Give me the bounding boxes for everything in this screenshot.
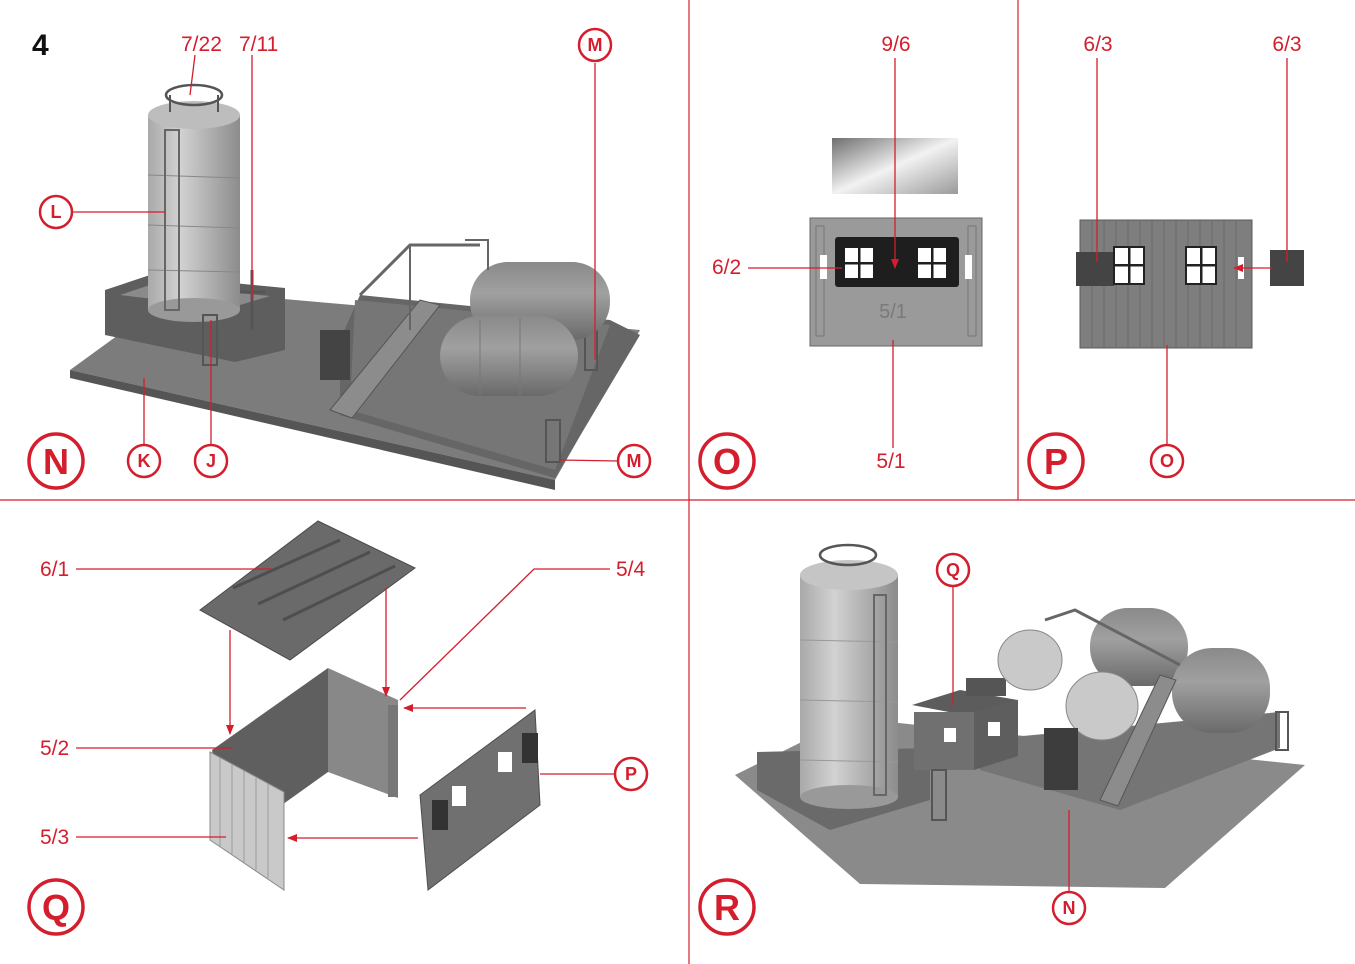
panel-p: 6/3 6/3 O P xyxy=(1029,33,1304,488)
callout-n: N xyxy=(1053,892,1085,924)
part-label-7-11: 7/11 xyxy=(239,33,278,56)
svg-text:J: J xyxy=(206,451,216,471)
panel-letter-q: Q xyxy=(29,880,83,934)
part-label-5-4: 5/4 xyxy=(616,558,646,581)
svg-text:Q: Q xyxy=(42,887,70,928)
part-label-6-3-left: 6/3 xyxy=(1083,33,1112,56)
panel-n: 4 xyxy=(29,29,650,490)
pump-box-assembled xyxy=(1044,728,1078,790)
step-number: 4 xyxy=(32,29,49,62)
panel-o: 5/1 9/6 6/2 5/1 O xyxy=(700,33,982,488)
svg-text:O: O xyxy=(713,441,741,482)
part-label-5-3: 5/3 xyxy=(40,826,69,849)
horizontal-tank-front xyxy=(440,316,578,396)
svg-text:Q: Q xyxy=(946,560,960,580)
svg-text:K: K xyxy=(138,451,151,471)
svg-text:M: M xyxy=(588,35,603,55)
roof-6-1 xyxy=(200,521,415,660)
pump-box xyxy=(320,330,350,380)
callout-l: L xyxy=(40,196,72,228)
svg-text:N: N xyxy=(1063,898,1076,918)
panel-letter-p: P xyxy=(1029,434,1083,488)
part-label-5-1: 5/1 xyxy=(876,450,905,473)
panel-r: Q N R xyxy=(700,545,1305,934)
callout-j: J xyxy=(195,445,227,477)
callout-o: O xyxy=(1151,445,1183,477)
panel-letter-r: R xyxy=(700,880,754,934)
callout-k: K xyxy=(128,445,160,477)
callout-m-bottom: M xyxy=(618,445,650,477)
svg-text:O: O xyxy=(1160,451,1174,471)
part-label-9-6: 9/6 xyxy=(881,33,910,56)
part-label-7-22: 7/22 xyxy=(181,33,222,56)
side-wall-5-4 xyxy=(328,668,398,798)
part-label-6-2: 6/2 xyxy=(712,256,741,279)
part-label-6-3-right: 6/3 xyxy=(1272,33,1301,56)
vertical-tank-assembled xyxy=(800,575,898,797)
panel-letter-n: N xyxy=(29,434,83,488)
svg-text:P: P xyxy=(625,764,637,784)
svg-text:P: P xyxy=(1044,441,1068,482)
svg-text:N: N xyxy=(43,441,69,482)
svg-text:R: R xyxy=(714,887,740,928)
horizontal-tank-front-assembled xyxy=(1172,648,1270,733)
part-label-6-1: 6/1 xyxy=(40,558,69,581)
svg-text:L: L xyxy=(51,202,62,222)
panel-letter-o: O xyxy=(700,434,754,488)
shutter-left xyxy=(1076,252,1114,286)
panel-q: 6/1 5/4 5/2 5/3 P Q xyxy=(29,521,647,934)
callout-q: Q xyxy=(937,554,969,586)
callout-p: P xyxy=(615,758,647,790)
svg-text:M: M xyxy=(627,451,642,471)
embossed-part-number: 5/1 xyxy=(879,301,907,323)
callout-m-top: M xyxy=(579,29,611,61)
part-label-5-2: 5/2 xyxy=(40,737,69,760)
